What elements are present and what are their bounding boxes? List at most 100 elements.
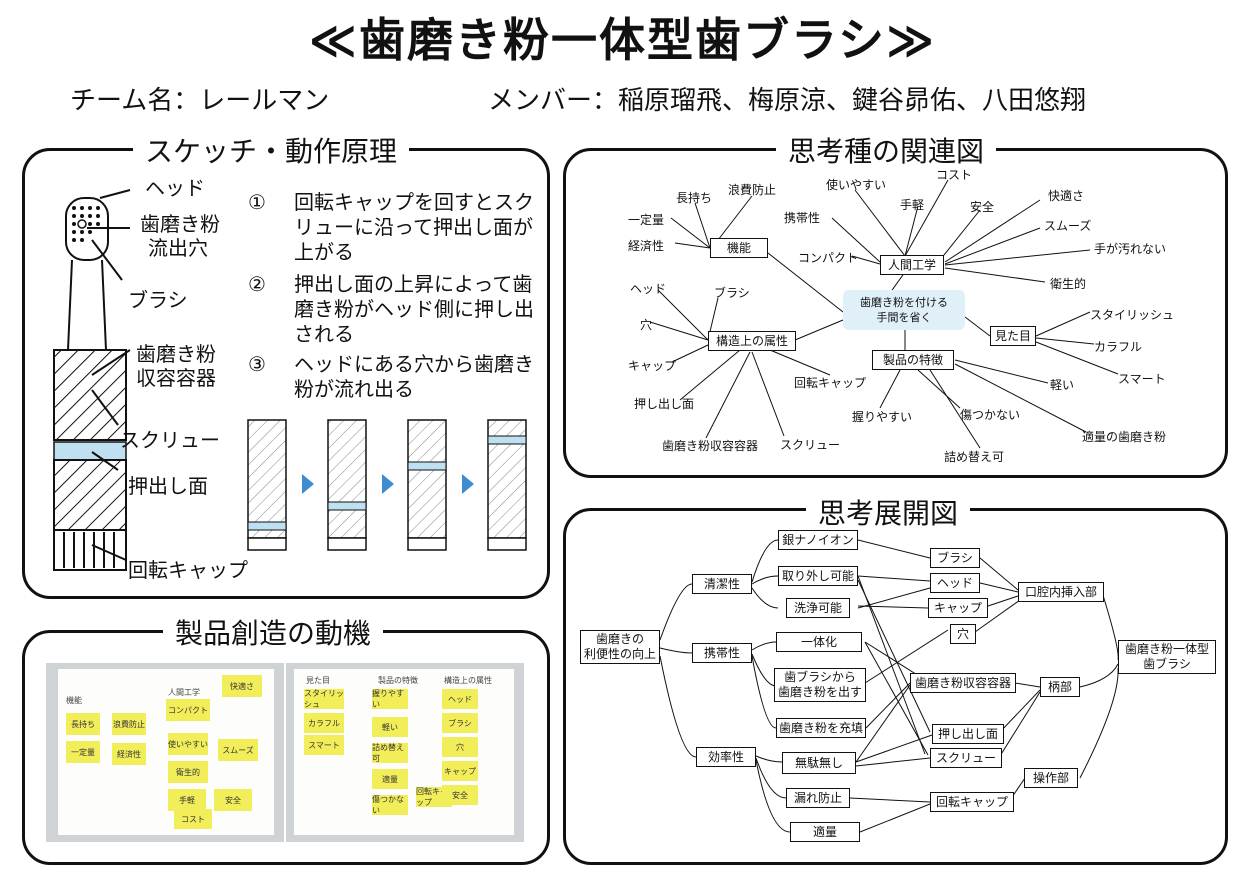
photo-left-head-1: 機能 (66, 696, 82, 705)
sticky-note: 握りやすい (372, 689, 408, 709)
dev-washable: 洗浄可能 (786, 598, 850, 618)
dev-cleanliness: 清潔性 (692, 574, 752, 594)
leaf-smart: スマート (1118, 372, 1166, 386)
sticky-note: 快適さ (222, 675, 262, 697)
dev-efficiency: 効率性 (696, 747, 756, 767)
sticky-note: 浪費防止 (112, 713, 146, 735)
sketch-panel-title: スケッチ・動作原理 (133, 130, 410, 170)
development-panel-title: 思考展開図 (806, 492, 971, 532)
leaf-head: ヘッド (630, 282, 667, 296)
leaf-hands-clean: 手が汚れない (1094, 242, 1167, 256)
leaf-compact: コンパクト (798, 251, 859, 265)
step-3-number: ③ (248, 352, 266, 376)
leaf-brush: ブラシ (714, 286, 750, 300)
sticky-note: 適量 (372, 769, 408, 789)
dev-hole: 穴 (950, 624, 976, 644)
dev-proper-amount: 適量 (790, 822, 860, 842)
leaf-comfort: 快適さ (1048, 189, 1085, 203)
relation-box-ergonomics: 人間工学 (880, 255, 944, 275)
sticky-note: キャップ (442, 761, 478, 781)
dev-push-face: 押し出し面 (932, 724, 1004, 744)
photo-right-head-2: 製品の特徴 (378, 676, 418, 685)
leaf-no-waste: 浪費防止 (728, 183, 777, 197)
leaf-portability: 携帯性 (784, 211, 821, 225)
sticky-note: 衛生的 (168, 761, 208, 783)
leaf-hygiene: 衛生的 (1050, 277, 1087, 291)
dev-container: 歯磨き粉収容容器 (910, 673, 1016, 693)
leaf-light: 軽い (1050, 378, 1075, 392)
dev-dispense: 歯ブラシから 歯磨き粉を出す (774, 668, 866, 702)
sticky-note: ブラシ (442, 713, 478, 733)
label-push-face: 押出し面 (128, 474, 208, 498)
sticky-note: 一定量 (66, 741, 100, 763)
development-lines (659, 539, 1119, 833)
leaf-economy: 経済性 (628, 239, 665, 253)
photo-right-head-3: 構造上の属性 (444, 676, 492, 685)
member-list: メンバー：稲原瑠飛、梅原涼、鍵谷昴佑、八田悠翔 (488, 86, 1087, 116)
toothbrush-sketch (53, 189, 131, 571)
dev-product: 歯磨き粉一体型 歯ブラシ (1118, 640, 1216, 674)
relation-box-appearance: 見た目 (990, 326, 1036, 346)
sticky-note: コスト (174, 809, 212, 829)
relation-center-node: 歯磨き粉を付ける 手間を省く (843, 290, 965, 330)
step-2: ② 押出し面の上昇によって歯磨き粉がヘッド側に押し出される (248, 272, 538, 348)
brainstorm-photo-right: 見た目 製品の特徴 構造上の属性 スタイリッシュ カラフル スマート 握りやすい… (286, 663, 524, 842)
sticky-note: スムーズ (218, 739, 258, 761)
motivation-panel-title: 製品創造の動機 (163, 612, 384, 652)
sticky-note: 軽い (372, 717, 408, 737)
step-1-number: ① (248, 190, 266, 214)
label-screw: スクリュー (120, 428, 220, 452)
leaf-fixed-amount: 一定量 (628, 213, 665, 227)
sticky-note: 穴 (442, 737, 478, 757)
dev-handle-part: 柄部 (1040, 677, 1080, 697)
dev-brush: ブラシ (930, 548, 980, 568)
step-3: ③ ヘッドにある穴から歯磨き粉が流れ出る (248, 352, 538, 404)
dev-cap: キャップ (928, 598, 988, 618)
dev-rotating-cap: 回転キャップ (930, 792, 1014, 812)
step-1-text: 回転キャップを回すとスクリューに沿って押出し面が上がる (294, 190, 534, 264)
mechanism-sequence (247, 419, 527, 551)
leaf-container: 歯磨き粉収容容器 (662, 439, 759, 453)
step-2-text: 押出し面の上昇によって歯磨き粉がヘッド側に押し出される (294, 272, 534, 346)
step-3-text: ヘッドにある穴から歯磨き粉が流れ出る (294, 352, 534, 401)
stage-4 (487, 419, 527, 551)
leaf-safe: 安全 (970, 200, 995, 214)
leaf-easy-use: 使いやすい (826, 178, 887, 192)
leaf-cap: キャップ (628, 359, 677, 373)
leaf-push-face: 押し出し面 (634, 397, 695, 411)
label-outlet-1: 歯磨き粉 (140, 212, 220, 236)
leaf-no-scratch: 傷つかない (960, 408, 1021, 422)
brainstorm-photo-left: 機能 人間工学 長持ち 浪費防止 一定量 経済性 使いやすい 快適さ コンパクト… (46, 663, 284, 842)
dev-root: 歯磨きの 利便性の向上 (580, 630, 660, 664)
label-container-1: 歯磨き粉 (136, 342, 216, 366)
step-1: ① 回転キャップを回すとスクリューに沿って押出し面が上がる (248, 190, 538, 266)
label-rotating-cap: 回転キャップ (128, 558, 248, 582)
leaf-refillable: 詰め替え可 (944, 450, 1005, 464)
leaf-rotating-cap: 回転キャップ (794, 376, 867, 390)
label-brush: ブラシ (128, 288, 188, 312)
sticky-note: コンパクト (166, 699, 210, 721)
leaf-long-life: 長持ち (676, 191, 713, 205)
dev-no-waste: 無駄無し (782, 752, 856, 774)
sticky-note: 傷つかない (372, 795, 408, 815)
leaf-hole: 穴 (640, 318, 653, 332)
team-name: チーム名：レールマン (70, 86, 330, 116)
label-container-2: 収容容器 (136, 366, 216, 390)
dev-leak-proof: 漏れ防止 (786, 788, 850, 808)
step-2-number: ② (248, 272, 266, 296)
dev-silver-ion: 銀ナノイオン (778, 530, 858, 550)
sticky-note: ヘッド (442, 689, 478, 709)
dev-operation-part: 操作部 (1024, 768, 1078, 788)
dev-screw: スクリュー (930, 748, 1002, 768)
dev-portability: 携帯性 (692, 643, 752, 663)
relation-panel-title: 思考種の関連図 (776, 130, 997, 170)
dev-fill: 歯磨き粉を充填 (776, 718, 866, 738)
leaf-colorful: カラフル (1094, 340, 1143, 354)
dev-integrated: 一体化 (776, 632, 862, 652)
label-outlet-2: 流出穴 (148, 236, 208, 260)
sticky-note: 安全 (214, 789, 252, 811)
leaf-proper-amount: 適量の歯磨き粉 (1082, 430, 1167, 444)
label-head: ヘッド (145, 176, 205, 200)
sticky-note: 安全 (442, 785, 478, 805)
sticky-note: 経済性 (112, 743, 146, 765)
